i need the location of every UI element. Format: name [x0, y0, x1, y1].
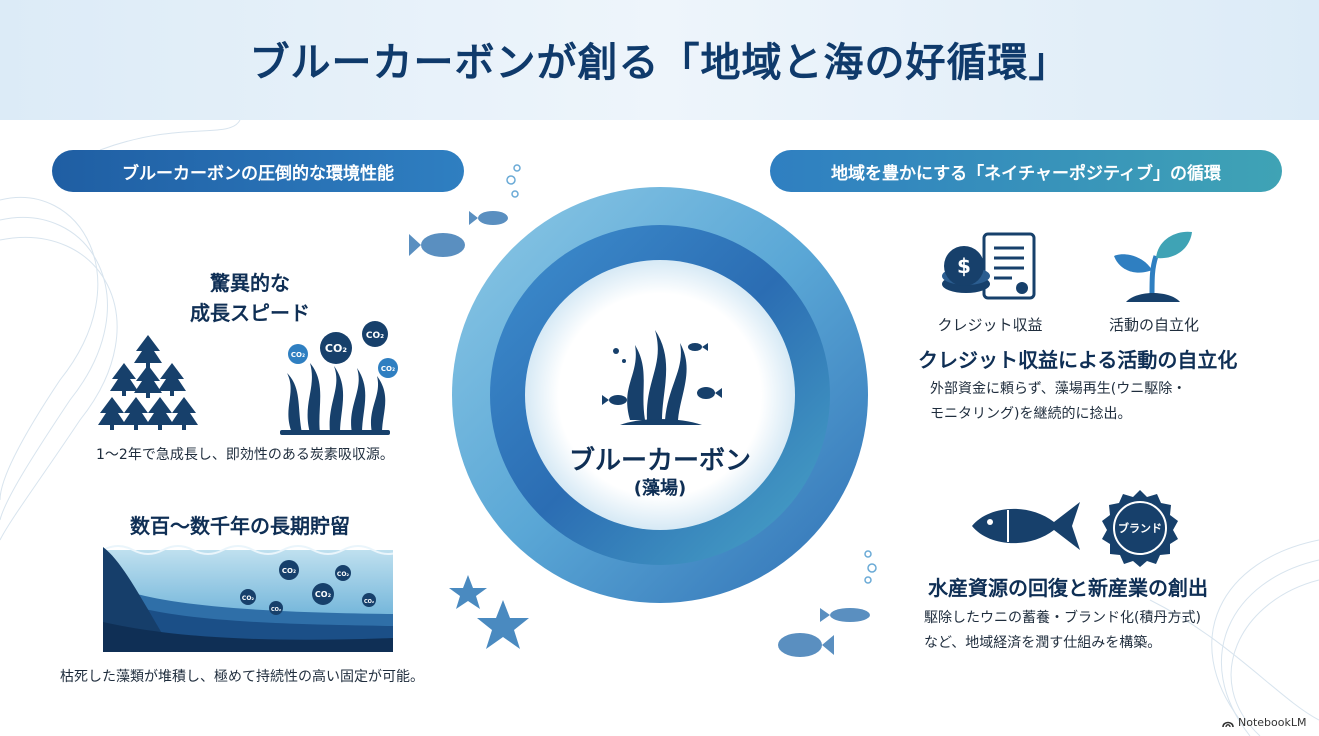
- credit-description-line2: モニタリング)を継続的に捻出。: [930, 406, 1132, 422]
- growth-heading-line1: 驚異的な: [210, 271, 290, 295]
- co2-label: CO₂: [291, 351, 305, 359]
- tuna-fish-icon: [972, 502, 1080, 550]
- center-sublabel: (藻場): [633, 478, 687, 499]
- left-section-header: ブルーカーボンの圧倒的な環境性能: [52, 150, 464, 192]
- credit-description-line1: 外部資金に頼らず、藻場再生(ウニ駆除・: [930, 381, 1187, 397]
- credit-heading: クレジット収益による活動の自立化: [918, 348, 1238, 372]
- fishery-description-line1: 駆除したウニの蓄養・ブランド化(積丹方式): [924, 610, 1201, 626]
- fish-icon: [409, 164, 521, 257]
- brand-label: ブランド: [1118, 521, 1162, 535]
- right-section-header: 地域を豊かにする「ネイチャーポジティブ」の循環: [770, 150, 1282, 192]
- co2-label: CO₂: [315, 590, 332, 599]
- fishery-description-line2: など、地域経済を潤す仕組みを構築。: [924, 635, 1162, 651]
- co2-label: CO₂: [337, 571, 350, 578]
- forest-icon: [98, 335, 198, 430]
- sprout-icon: [1114, 231, 1192, 302]
- blue-carbon-ring: [452, 187, 868, 603]
- growth-heading-line2: 成長スピード: [190, 301, 310, 325]
- co2-label: CO₂: [282, 567, 296, 575]
- credit-revenue-label: クレジット収益: [937, 316, 1043, 334]
- center-label: ブルーカーボン: [568, 446, 751, 476]
- seaweed-co2-icon: CO₂ CO₂ CO₂ CO₂: [280, 321, 398, 435]
- header-banner: [0, 0, 1319, 120]
- starfish-icon: [449, 575, 529, 649]
- storage-heading: 数百〜数千年の長期貯留: [130, 514, 350, 538]
- co2-label: CO₂: [325, 342, 347, 355]
- independence-label: 活動の自立化: [1108, 316, 1199, 334]
- fish-icon: [778, 550, 877, 657]
- fishery-heading: 水産資源の回復と新産業の創出: [928, 576, 1208, 600]
- co2-label: CO₂: [366, 331, 384, 341]
- co2-bubbles: [288, 321, 398, 378]
- growth-heading: 驚異的な 成長スピード: [150, 268, 350, 328]
- credit-revenue-icon: $: [942, 232, 1036, 300]
- brand-badge-icon: ブランド: [1102, 490, 1178, 567]
- seaweed-icon: [602, 330, 722, 425]
- decorative-waves: [0, 120, 1319, 736]
- page-title: ブルーカーボンが創る「地域と海の好循環」: [249, 40, 1070, 86]
- sediment-illustration: CO₂ CO₂ CO₂ CO₂ CO₂ CO₂: [103, 545, 393, 652]
- co2-label: CO₂: [364, 599, 374, 605]
- co2-label: CO₂: [242, 595, 255, 602]
- footer-brand: NotebookLM: [1238, 716, 1307, 729]
- svg-text:$: $: [957, 254, 971, 278]
- notebooklm-watermark: NotebookLM: [1222, 716, 1306, 729]
- co2-label: CO₂: [271, 607, 281, 613]
- growth-description: 1〜2年で急成長し、即効性のある炭素吸収源。: [96, 447, 394, 463]
- storage-description: 枯死した藻類が堆積し、極めて持続性の高い固定が可能。: [60, 669, 424, 685]
- co2-label: CO₂: [381, 365, 395, 373]
- notebooklm-logo-icon: [1222, 721, 1234, 727]
